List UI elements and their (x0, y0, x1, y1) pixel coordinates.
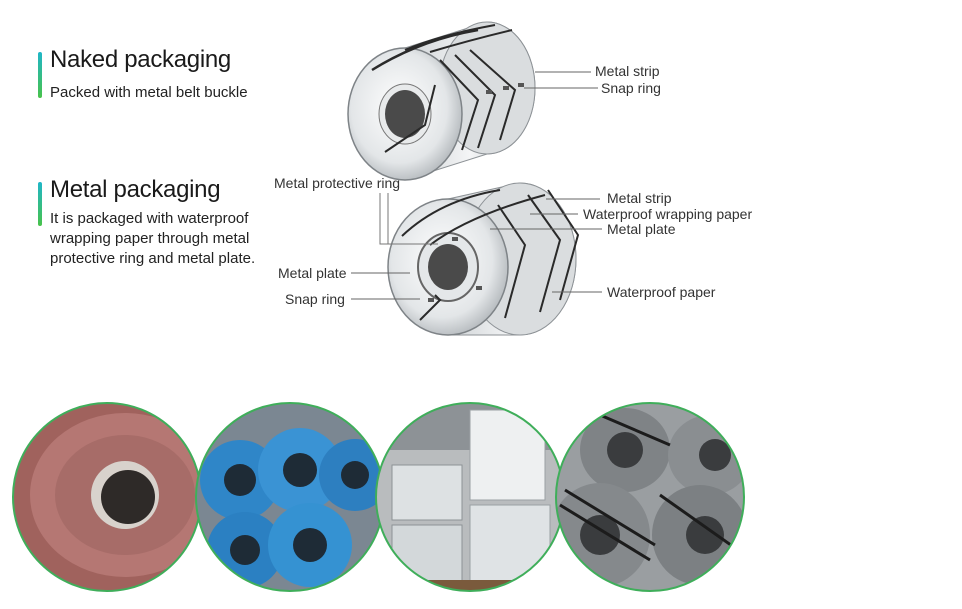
metal-coil-illustration (351, 182, 602, 336)
metal-packaging-title: Metal packaging (50, 176, 221, 203)
callout-metal-protective-ring: Metal protective ring (274, 175, 401, 191)
blue-wrapped-coils-photo (195, 402, 385, 592)
strapped-steel-coils-photo (555, 402, 745, 592)
metal-packaging-description-line-2: wrapping paper through metal (50, 230, 250, 247)
callout-metal-strip: Metal strip (607, 190, 672, 206)
callout-naked-snap-ring: Snap ring (601, 80, 661, 96)
naked-coil-illustration (347, 21, 598, 181)
red-coated-coil-photo (12, 402, 202, 592)
callout-metal-plate-right: Metal plate (607, 221, 676, 237)
callout-snap-ring: Snap ring (285, 291, 345, 307)
callout-naked-metal-strip: Metal strip (595, 63, 660, 79)
photo-row (12, 402, 745, 592)
naked-packaging-section: Naked packaging Packed with metal belt b… (38, 46, 298, 102)
coil-diagrams (347, 21, 602, 336)
naked-accent-bar (38, 52, 42, 98)
callout-waterproof-paper: Waterproof paper (607, 284, 716, 300)
metal-packaging-section: Metal packaging It is packaged with wate… (38, 176, 278, 271)
metal-packaging-description-line-3: protective ring and metal plate. (50, 250, 256, 267)
naked-packaging-title: Naked packaging (50, 46, 231, 73)
callout-metal-plate-left: Metal plate (278, 265, 347, 281)
warehouse-packed-coils-photo (375, 402, 565, 592)
metal-packaging-description-line-1: It is packaged with waterproof (50, 210, 249, 227)
callout-waterproof-wrapping-paper: Waterproof wrapping paper (583, 206, 753, 222)
naked-packaging-description: Packed with metal belt buckle (50, 84, 248, 101)
metal-accent-bar (38, 182, 42, 226)
